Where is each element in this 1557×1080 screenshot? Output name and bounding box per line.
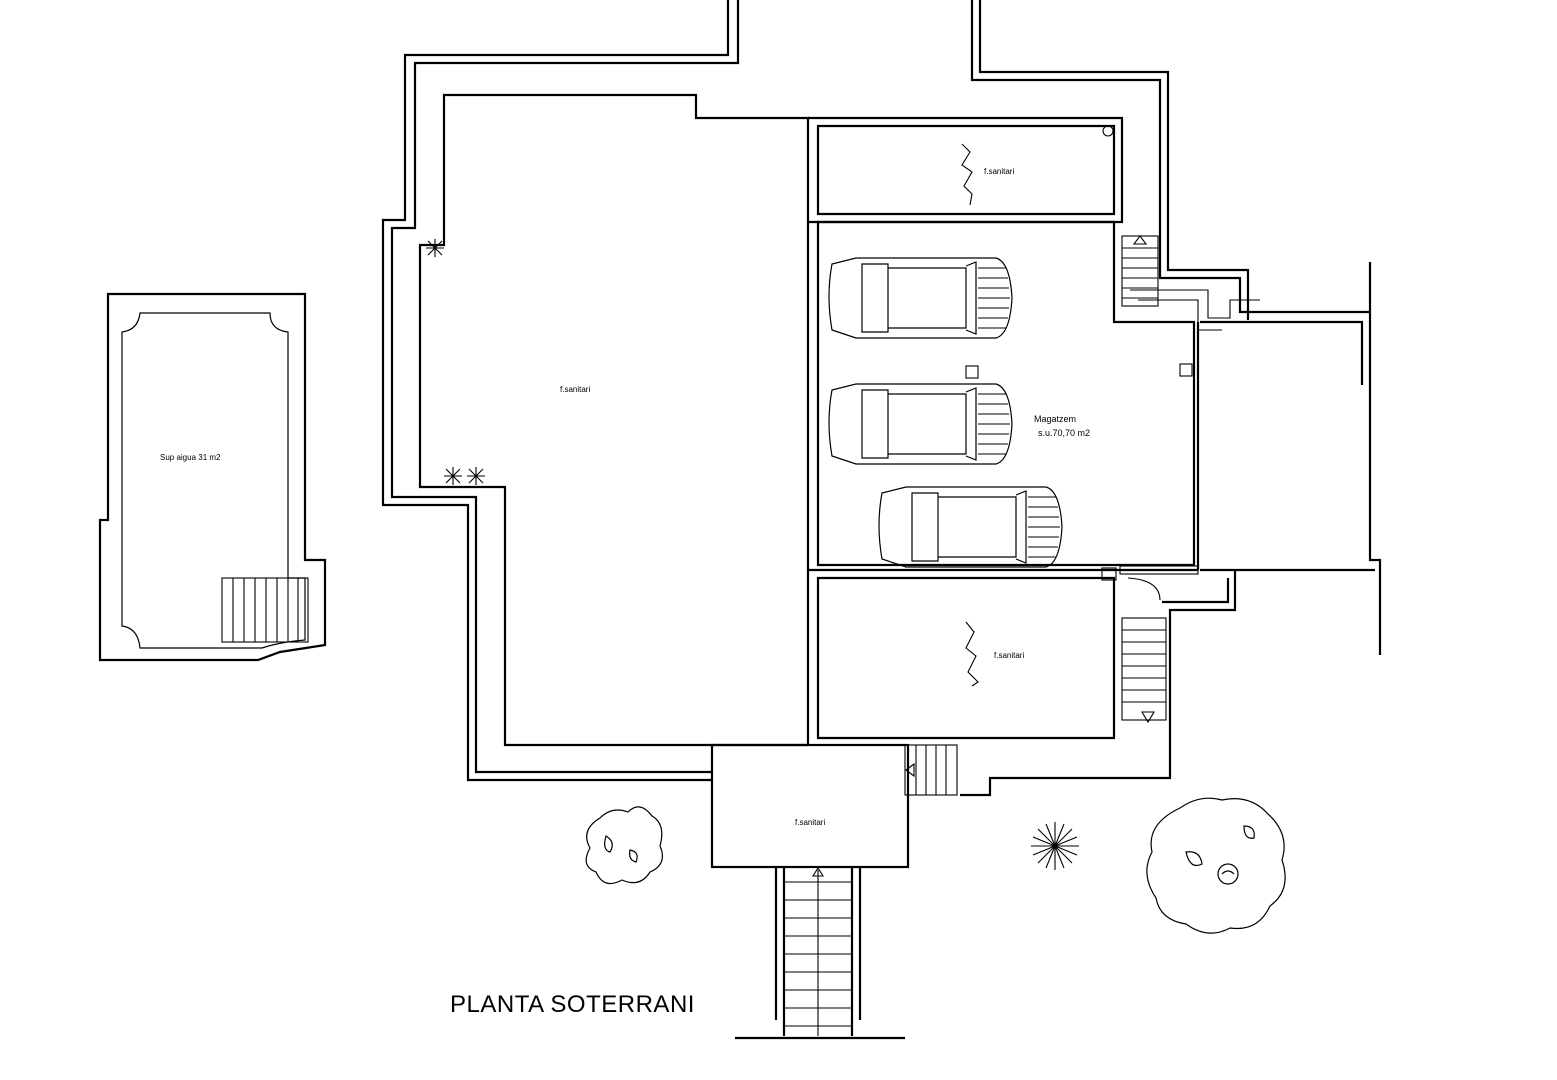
pool-steps [221, 577, 309, 643]
plant-icon [467, 467, 485, 485]
column-icon [965, 365, 979, 379]
stairs-upper-right [1121, 235, 1260, 331]
car-icon [828, 383, 1013, 465]
break-line-icon [965, 621, 979, 687]
stairs-main [735, 866, 905, 1040]
plant-icon [426, 239, 444, 257]
tree-icon [1146, 797, 1286, 934]
stairs-lower-right [1101, 565, 1199, 724]
stairs-entrance-side [904, 744, 958, 796]
plant-icon [444, 467, 462, 485]
pool: Sup aigua 31 m2 [98, 292, 327, 662]
palm-icon [1031, 822, 1079, 870]
room-label-bottom-right: f.sanitari [994, 651, 1024, 660]
pillar-icon [1102, 125, 1114, 137]
room-label-entrance: f.sanitari [795, 818, 825, 827]
column-icon [1179, 363, 1193, 377]
storage-area: s.u.70,70 m2 [1038, 428, 1090, 438]
tree-icon [585, 806, 663, 885]
storage-name: Magatzem [1034, 414, 1076, 424]
break-line-icon [961, 143, 973, 206]
building-outline [381, 0, 1382, 1040]
car-icon [878, 486, 1063, 568]
room-label-central: f.sanitari [560, 385, 590, 394]
room-label-top-right: f.sanitari [984, 167, 1014, 176]
car-icon [828, 257, 1013, 339]
drawing-title: PLANTA SOTERRANI [450, 991, 695, 1018]
pool-label: Sup aigua 31 m2 [160, 453, 221, 462]
